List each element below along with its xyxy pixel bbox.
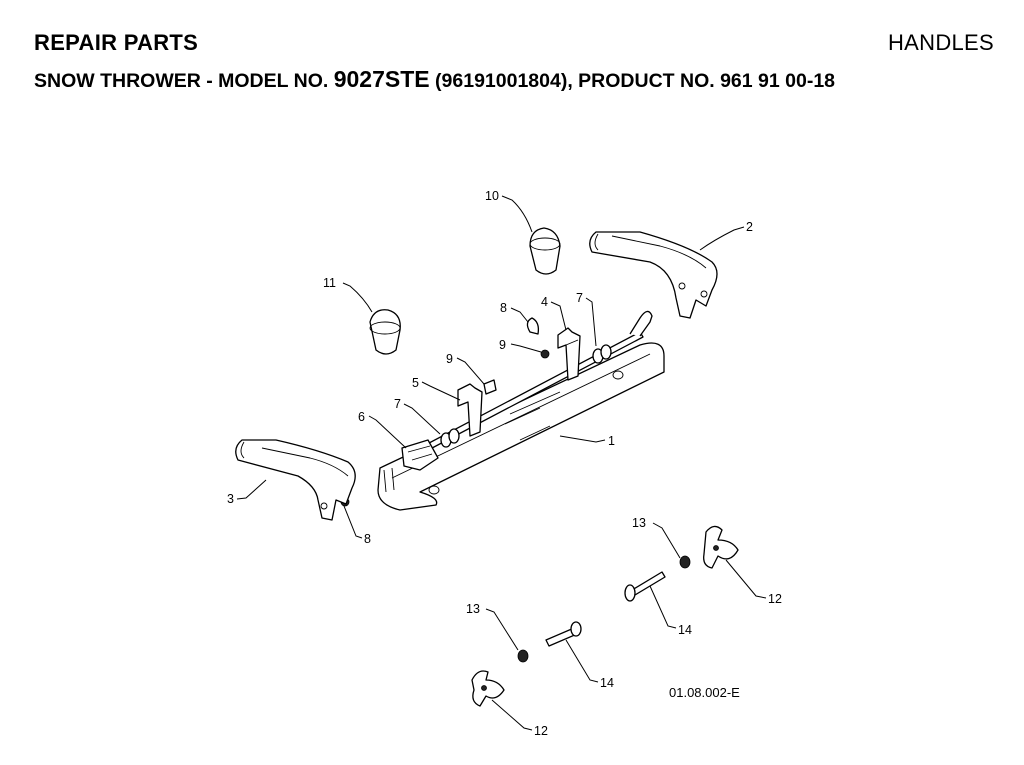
diagram-reference-code: 01.08.002-E [669,685,740,700]
part-9-nut-upper [540,349,550,359]
part-12-knob-left [471,670,505,707]
part-3-handle-left [235,439,356,521]
model-number: 9027STE [333,66,430,92]
part-7-bushing-lower [440,428,460,448]
part-6-bracket [401,439,439,471]
subtitle-suffix: (96191001804), PRODUCT NO. 961 91 00-18 [435,70,836,92]
callout-9-upper: 9 [499,338,506,352]
callout-14-left: 14 [600,676,614,690]
callout-1: 1 [608,434,615,448]
callout-5: 5 [412,376,419,390]
callout-11: 11 [323,276,336,290]
callout-9-lower: 9 [446,352,453,366]
part-14-bolt-right [624,571,666,602]
callout-10: 10 [485,189,499,203]
part-7-bushing-upper [592,344,612,364]
part-11-knob [369,309,401,355]
model-subtitle: SNOW THROWER - MODEL NO. 9027STE (961910… [34,66,835,93]
part-14-bolt-left [545,621,582,647]
callout-13-left: 13 [466,602,480,616]
part-13-washer-right [679,555,691,569]
part-10-knob [529,227,561,275]
part-9-nut-lower [483,379,497,395]
part-4-bracket [557,327,581,381]
part-1-panel [377,342,665,511]
callout-2: 2 [746,220,753,234]
callout-6: 6 [358,410,365,424]
callout-13-right: 13 [632,516,646,530]
part-13-washer-left [517,649,529,663]
callout-8-lower: 8 [364,532,371,546]
part-12-knob-right [703,525,739,569]
page-title: REPAIR PARTS [34,30,199,55]
callout-12-right: 12 [768,592,782,606]
callout-4: 4 [541,295,548,309]
part-5-bracket [457,383,483,437]
callout-7-lower: 7 [394,397,401,411]
callout-3: 3 [227,492,234,506]
callout-8-upper: 8 [500,301,507,315]
subtitle-prefix: SNOW THROWER - MODEL NO. [34,70,329,92]
part-8-clip-upper [526,317,540,335]
part-2-handle-right [589,231,718,319]
callout-12-left: 12 [534,724,548,738]
section-title: HANDLES [887,30,994,55]
callout-7-upper: 7 [576,291,583,305]
callout-14-right: 14 [678,623,692,637]
callout-leaders [236,195,767,731]
